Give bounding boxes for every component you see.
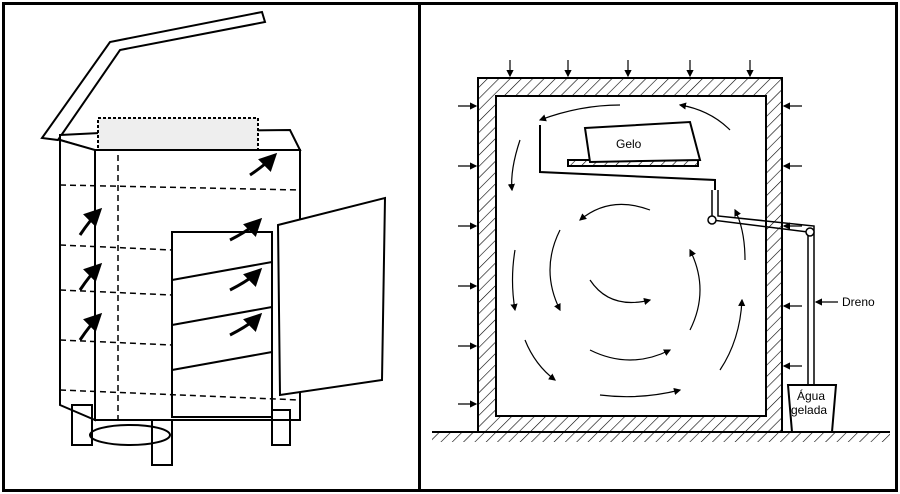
drain-label: Dreno: [842, 295, 875, 309]
chilled-water-label-line1: Água: [797, 388, 825, 403]
cross-section-drawing: [432, 60, 890, 442]
panel-divider: [418, 2, 421, 492]
water-bucket: [786, 384, 838, 433]
icebox-front: [94, 149, 301, 421]
ice-label: Gelo: [616, 137, 642, 151]
drip-pan: [89, 424, 171, 446]
icebox-lid: [40, 10, 267, 142]
ice-shelf: [539, 120, 716, 190]
icebox-door: [276, 196, 387, 397]
ice-block: [583, 120, 702, 164]
icebox-drawing: [40, 10, 387, 466]
chilled-water-label-line2: gelada: [791, 403, 827, 417]
drain-pipe: [711, 190, 815, 385]
icebox-side: [59, 138, 96, 422]
